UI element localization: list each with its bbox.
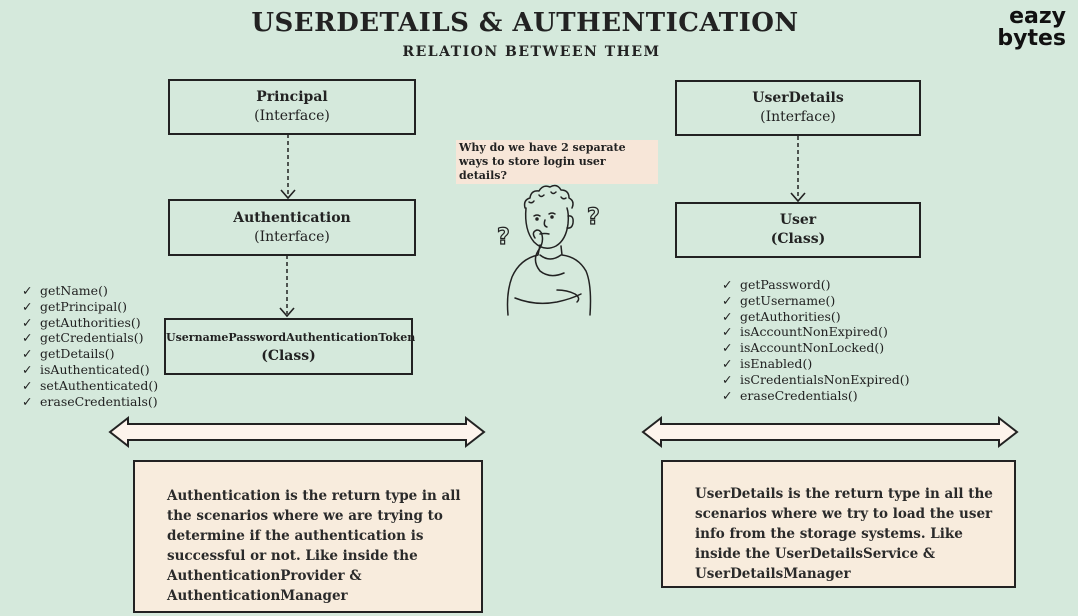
- check-icon: ✓: [722, 277, 733, 292]
- userdetails-method-list: ✓ getPassword() ✓ getUsername() ✓ getAuthor…: [722, 277, 910, 403]
- check-icon: ✓: [722, 292, 733, 308]
- list-item: ✓ getAuthorities(): [22, 315, 158, 331]
- list-item: ✓ isAccountNonExpired(): [722, 324, 910, 340]
- list-item: ✓ eraseCredentials(): [22, 394, 158, 410]
- authentication-box: Authentication (Interface): [168, 199, 416, 256]
- list-item: ✓ eraseCredentials(): [722, 388, 910, 404]
- method-label: getUsername(): [740, 292, 836, 308]
- method-label: getDetails(): [40, 346, 115, 362]
- check-icon: ✓: [22, 393, 33, 409]
- authentication-method-list: ✓ getName() ✓ getPrincipal() ✓ getAuthoriti…: [22, 283, 158, 409]
- check-icon: ✓: [722, 308, 733, 324]
- thinking-person-icon: ? ?: [496, 184, 600, 316]
- method-label: isAuthenticated(): [40, 361, 150, 377]
- left-double-arrow: [108, 415, 486, 449]
- list-item: ✓ setAuthenticated(): [22, 378, 158, 394]
- user-box: User (Class): [675, 202, 921, 258]
- check-icon: ✓: [22, 377, 33, 393]
- arrowhead-token: [279, 307, 295, 318]
- method-label: eraseCredentials(): [40, 393, 158, 409]
- method-label: getPrincipal(): [40, 298, 128, 314]
- list-item: ✓ getPrincipal(): [22, 299, 158, 315]
- brand-logo: eazy bytes: [976, 6, 1066, 50]
- svg-text:?: ?: [497, 225, 510, 250]
- check-icon: ✓: [22, 283, 33, 298]
- method-label: getAuthorities(): [40, 314, 141, 330]
- list-item: ✓ getUsername(): [722, 293, 910, 309]
- list-item: ✓ getCredentials(): [22, 330, 158, 346]
- list-item: ✓ isEnabled(): [722, 356, 910, 372]
- token-name: UsernamePasswordAuthenticationToken: [166, 330, 416, 344]
- method-label: getAuthorities(): [740, 308, 841, 324]
- list-item: ✓ isAuthenticated(): [22, 362, 158, 378]
- check-icon: ✓: [722, 387, 733, 403]
- logo-line-1: eazy: [1009, 4, 1066, 29]
- userdetails-box: UserDetails (Interface): [675, 80, 921, 136]
- principal-type: (Interface): [254, 108, 330, 124]
- svg-text:?: ?: [587, 205, 600, 230]
- method-label: isAccountNonExpired(): [740, 324, 888, 340]
- userdetails-type: (Interface): [760, 109, 836, 125]
- check-icon: ✓: [22, 361, 33, 377]
- page-subtitle: RELATION BETWEEN THEM: [402, 44, 661, 60]
- page-title: USERDETAILS & AUTHENTICATION: [251, 8, 799, 38]
- authentication-name: Authentication: [233, 209, 351, 226]
- question-text: Why do we have 2 separate ways to store …: [456, 140, 658, 184]
- method-label: isAccountNonLocked(): [740, 340, 885, 356]
- arrowhead-user: [790, 192, 806, 203]
- check-icon: ✓: [722, 371, 733, 387]
- principal-name: Principal: [256, 89, 328, 105]
- method-label: eraseCredentials(): [740, 387, 858, 403]
- authentication-note: Authentication is the return type in all…: [133, 460, 483, 613]
- arrowhead-authentication: [280, 189, 296, 200]
- list-item: ✓ getName(): [22, 283, 158, 299]
- check-icon: ✓: [722, 340, 733, 356]
- list-item: ✓ getDetails(): [22, 346, 158, 362]
- method-label: setAuthenticated(): [40, 377, 159, 393]
- principal-box: Principal (Interface): [168, 79, 416, 135]
- check-icon: ✓: [22, 346, 33, 362]
- token-box: UsernamePasswordAuthenticationToken (Cla…: [164, 318, 416, 375]
- list-item: ✓ getPassword(): [722, 277, 910, 293]
- check-icon: ✓: [722, 355, 733, 371]
- method-label: getName(): [40, 283, 108, 298]
- check-icon: ✓: [22, 298, 33, 314]
- list-item: ✓ getAuthorities(): [722, 309, 910, 325]
- check-icon: ✓: [722, 324, 733, 340]
- method-label: isCredentialsNonExpired(): [740, 371, 910, 387]
- logo-line-2: bytes: [997, 26, 1066, 51]
- user-name: User: [779, 212, 817, 228]
- list-item: ✓ isCredentialsNonExpired(): [722, 372, 910, 388]
- method-label: isEnabled(): [740, 355, 813, 371]
- right-double-arrow: [641, 415, 1019, 449]
- check-icon: ✓: [22, 330, 33, 346]
- user-type: (Class): [770, 231, 826, 247]
- check-icon: ✓: [22, 314, 33, 330]
- authentication-type: (Interface): [254, 228, 330, 245]
- list-item: ✓ isAccountNonLocked(): [722, 340, 910, 356]
- token-type: (Class): [261, 347, 316, 364]
- method-label: getPassword(): [740, 277, 831, 292]
- userdetails-note: UserDetails is the return type in all th…: [661, 460, 1016, 588]
- method-label: getCredentials(): [40, 330, 144, 346]
- userdetails-name: UserDetails: [752, 90, 844, 106]
